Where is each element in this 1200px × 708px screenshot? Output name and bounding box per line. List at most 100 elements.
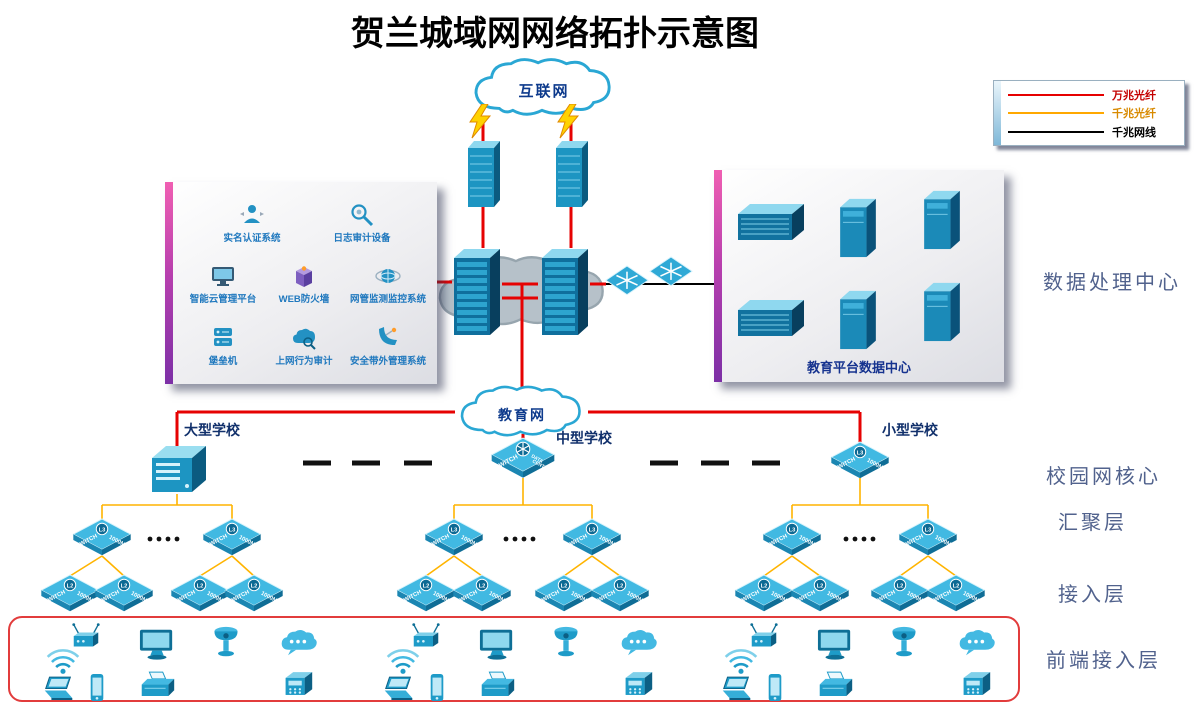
firewall-device <box>464 138 502 207</box>
security-item-label: 安全带外管理系统 <box>349 355 426 367</box>
svg-text:L2: L2 <box>67 583 74 589</box>
data-center-label: 教育平台数据中心 <box>806 360 911 375</box>
svg-text:L2: L2 <box>761 583 768 589</box>
legend-line-10g-fiber <box>1008 93 1104 96</box>
legend-label-1g-cable: 千兆网线 <box>1112 126 1156 139</box>
cloud-shape <box>460 385 581 437</box>
svg-text:L2: L2 <box>479 583 486 589</box>
svg-text:DATA: DATA <box>530 454 544 465</box>
svg-text:L2: L2 <box>897 583 904 589</box>
aggregation-switch: L3 SWITCH 1000M <box>897 517 959 561</box>
wireless-ap-icon <box>411 622 441 648</box>
printer-icon <box>141 671 175 697</box>
education-cloud-label: 教育网 <box>498 407 546 423</box>
wifi-signal-icon <box>46 649 80 676</box>
message-cloud-icon <box>281 630 317 656</box>
wifi-signal-icon <box>386 649 420 676</box>
access-switch: L2 SWITCH 1000M <box>93 573 155 617</box>
dome-camera-icon <box>554 626 578 657</box>
dome-camera-icon <box>892 626 916 657</box>
security-item-label: 日志审计设备 <box>333 232 391 244</box>
desktop-monitor-icon <box>817 629 851 660</box>
security-item-behavior-audit: 上网行为审计 <box>269 323 339 367</box>
internet-cloud-label: 互联网 <box>518 83 570 100</box>
access-switch: L2 SWITCH 1000M <box>169 573 231 617</box>
access-switch: L2 SWITCH 1000M <box>451 573 513 617</box>
legend-line-1g-fiber <box>1008 112 1104 114</box>
layer-label-data-center: 数据处理中心 <box>1043 272 1181 294</box>
log-audit-icon <box>349 200 375 228</box>
identity-auth-icon <box>239 200 265 228</box>
mini-switch-icon <box>604 264 650 296</box>
security-panel-row: 堡垒机 上网行为审计 安全带外管理系统 <box>177 323 437 367</box>
security-panel-row: 智能云管理平台 WEB防火墙 网管监测监控系统 <box>177 261 437 305</box>
svg-text:L2: L2 <box>617 583 624 589</box>
school-label-small: 小型学校 <box>882 422 938 438</box>
svg-text:L2: L2 <box>561 583 568 589</box>
cloud-mgmt-platform-icon <box>210 261 236 289</box>
dome-camera-icon <box>214 626 238 657</box>
page-title: 贺兰城域网网络拓扑示意图 <box>351 16 759 53</box>
layer-label-campus-core: 校园网核心 <box>1046 466 1161 488</box>
laptop-icon <box>44 676 73 701</box>
layer-label-frontend: 前端接入层 <box>1046 650 1161 672</box>
frontend-device-group <box>722 622 995 701</box>
card-terminal-icon <box>285 672 313 695</box>
security-item-label: 上网行为审计 <box>275 355 333 367</box>
desktop-monitor-icon <box>139 629 173 660</box>
data-center-panel: 教育平台数据中心 <box>714 170 1004 382</box>
access-switch: L2 SWITCH 1000M <box>733 573 795 617</box>
school-label-large: 大型学校 <box>184 422 240 438</box>
message-cloud-icon <box>621 630 657 656</box>
education-network-cloud: 教育网 <box>450 382 594 442</box>
network-monitor-icon <box>375 261 401 289</box>
school-label-medium: 中型学校 <box>556 430 612 446</box>
security-item-net-monitor: 网管监测监控系统 <box>350 261 426 305</box>
card-terminal-icon <box>963 672 991 695</box>
access-switch: L2 SWITCH 1000M <box>223 573 285 617</box>
mini-switch-icon <box>648 255 694 287</box>
printer-icon <box>481 671 515 697</box>
access-switch: L2 SWITCH 1000M <box>925 573 987 617</box>
server-cabinet-icon <box>836 196 880 258</box>
frontend-device-group <box>384 622 657 701</box>
frontend-device-group <box>44 622 317 701</box>
server-rack-icon <box>734 296 808 338</box>
svg-text:L2: L2 <box>251 583 258 589</box>
aggregation-switch: L3 SWITCH 1000M <box>561 517 623 561</box>
security-item-label: WEB防火墙 <box>278 294 330 305</box>
aggregation-switch: L3 SWITCH 1000M <box>423 517 485 561</box>
svg-text:L3: L3 <box>857 450 864 456</box>
security-item-label: 实名认证系统 <box>223 232 281 244</box>
svg-text:L2: L2 <box>121 583 128 589</box>
laptop-icon <box>384 676 413 701</box>
smartphone-icon <box>90 674 104 701</box>
access-switch: L2 SWITCH 1000M <box>789 573 851 617</box>
core-router <box>450 246 502 335</box>
legend-label-10g-fiber: 万兆光纤 <box>1112 89 1156 102</box>
internet-cloud: 互联网 <box>462 54 626 122</box>
smartphone-icon <box>430 674 444 701</box>
core-router <box>538 246 590 335</box>
security-item-log-audit: 日志审计设备 <box>327 200 397 244</box>
desktop-monitor-icon <box>479 629 513 660</box>
security-systems-panel: 实名认证系统 日志审计设备 智能云管理平台 WEB防火墙 <box>165 182 437 384</box>
server-cabinet-icon <box>836 288 880 350</box>
legend-row-1g-cable: 千兆网线 <box>1008 124 1184 140</box>
message-cloud-icon <box>959 630 995 656</box>
svg-text:L3: L3 <box>451 527 458 533</box>
security-item-label: 网管监测监控系统 <box>349 294 426 305</box>
svg-text:L3: L3 <box>925 527 932 533</box>
out-of-band-mgmt-icon <box>375 323 401 351</box>
cloud-shape <box>474 58 611 116</box>
laptop-icon <box>722 676 751 701</box>
aggregation-switch: L3 SWITCH 1000M <box>201 517 263 561</box>
access-switch: L2 SWITCH 1000M <box>869 573 931 617</box>
security-item-oob-mgmt: 安全带外管理系统 <box>350 323 426 367</box>
behavior-audit-icon <box>291 323 317 351</box>
wireless-ap-icon <box>749 622 779 648</box>
security-item-auth: 实名认证系统 <box>217 200 287 244</box>
firewall-device <box>552 138 590 207</box>
server-rack-icon <box>734 200 808 242</box>
wifi-signal-icon <box>724 649 758 676</box>
